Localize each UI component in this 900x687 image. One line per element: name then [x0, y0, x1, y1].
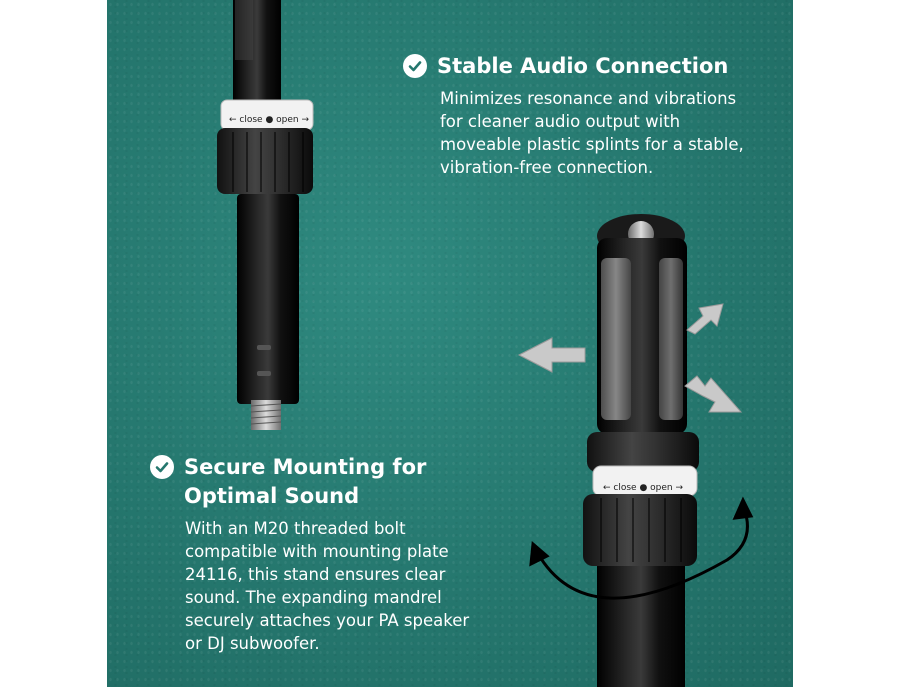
feature-stable-audio: Stable Audio Connection Minimizes resona… — [403, 52, 763, 179]
feature-heading: Secure Mounting for Optimal Sound — [150, 453, 480, 511]
stand-illustration: ← close ● open → ← close ● open → — [217, 0, 754, 687]
feature-title: Stable Audio Connection — [437, 54, 729, 78]
check-circle-icon — [150, 455, 174, 479]
check-circle-icon — [403, 54, 427, 78]
arrow-up-right-icon — [686, 303, 724, 335]
feature-description: With an M20 threaded bolt compatible wit… — [185, 519, 470, 653]
left-pole: ← close ● open → — [217, 0, 314, 430]
feature-title: Secure Mounting for Optimal Sound — [184, 455, 427, 508]
svg-text:← close ● open →: ← close ● open → — [229, 115, 309, 125]
expansion-arrows — [517, 303, 743, 413]
feature-heading: Stable Audio Connection — [403, 52, 763, 81]
rotation-arrow — [529, 496, 754, 600]
arrow-down-right-icon — [684, 375, 743, 413]
feature-description: Minimizes resonance and vibrations for c… — [440, 89, 744, 177]
right-pole: ← close ● open → — [583, 214, 699, 687]
svg-text:← close ● open →: ← close ● open → — [603, 483, 683, 493]
feature-secure-mounting: Secure Mounting for Optimal Sound With a… — [150, 453, 480, 655]
arrow-left-icon — [517, 337, 586, 373]
